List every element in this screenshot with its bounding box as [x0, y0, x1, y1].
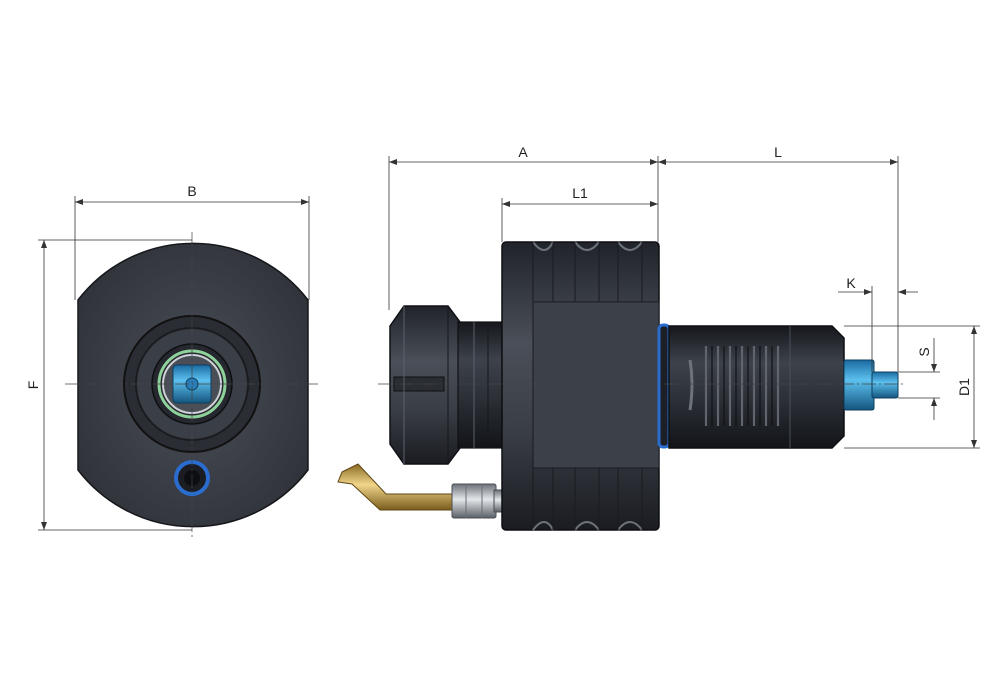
dimension-l: L: [658, 144, 899, 372]
dimension-label-l: L: [774, 144, 782, 160]
coolant-fitting-nut: [451, 483, 497, 519]
collet-neck: [457, 321, 503, 449]
dimension-label-d1: D1: [956, 378, 972, 396]
spindle-threads: [704, 346, 780, 426]
dimension-label-f: F: [25, 381, 41, 390]
dimension-label-s: S: [916, 347, 932, 356]
front-view: [65, 232, 318, 540]
tool-drive: [843, 359, 875, 411]
dimension-k: K: [838, 275, 918, 372]
spindle-shank: [668, 325, 845, 449]
dimension-a: A: [388, 144, 659, 310]
holder-body-flat: [532, 301, 660, 469]
o-ring: [657, 323, 671, 449]
tool-tip: [871, 371, 899, 399]
dimension-b: B: [74, 183, 310, 300]
coolant-tube: [337, 463, 455, 511]
dimension-f: F: [25, 239, 192, 531]
dimension-label-b: B: [187, 183, 196, 199]
dimension-d1: D1: [844, 325, 980, 449]
dimension-label-k: K: [846, 275, 856, 291]
dimension-l1: L1: [501, 185, 658, 242]
side-view: [337, 241, 905, 531]
dimension-label-l1: L1: [572, 185, 588, 201]
dimension-label-a: A: [518, 144, 528, 160]
dimension-s: S: [898, 338, 940, 420]
